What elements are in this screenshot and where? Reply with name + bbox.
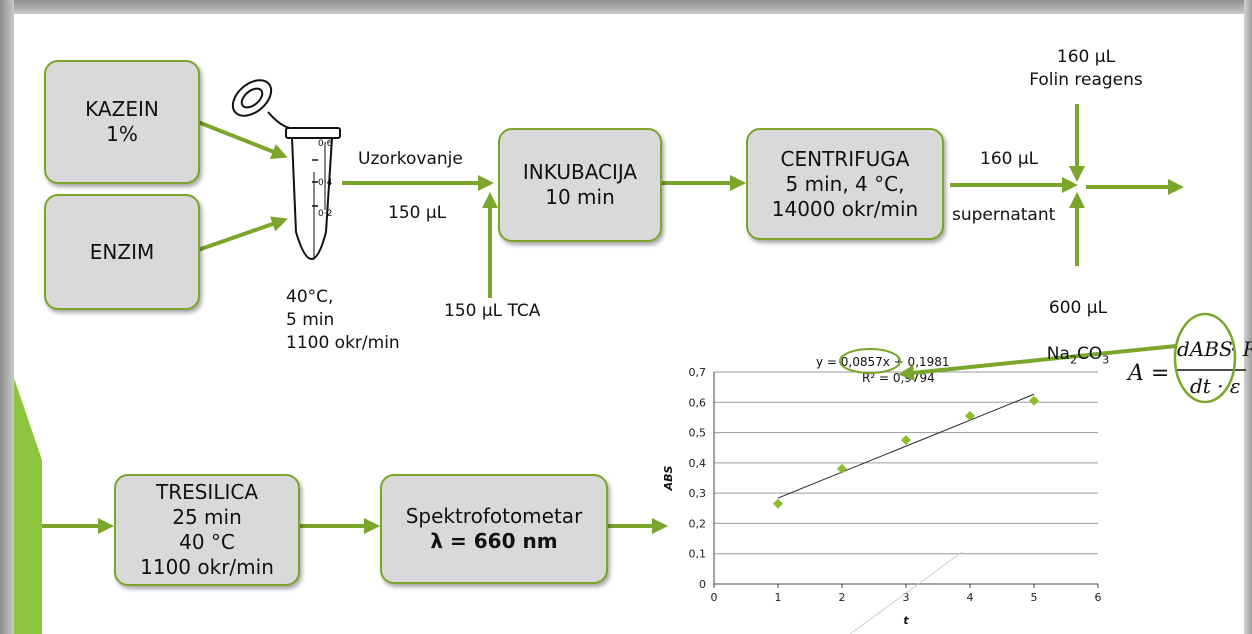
x-tick-label: 6: [1095, 591, 1102, 604]
formula: A = dABS · R dt · ε: [1126, 312, 1252, 404]
na2co3-volume: 600 µL: [1048, 298, 1108, 318]
spektro-wavelength: λ = 660 nm: [430, 529, 558, 553]
y-tick-label: 0,1: [689, 548, 707, 561]
label-150ul: 150 µL: [388, 203, 447, 223]
x-tick-label: 2: [839, 591, 846, 604]
tube-mark-04: 0·4: [318, 178, 333, 188]
x-tick-label: 5: [1031, 591, 1038, 604]
box-enzim: ENZIM: [44, 194, 200, 310]
y-tick-label: 0,2: [689, 517, 707, 530]
y-axis-title: ABS: [662, 466, 675, 492]
arrow-enzim-to-tube: [197, 216, 288, 252]
y-tick-label: 0,4: [689, 457, 707, 470]
y-tick-label: 0,3: [689, 487, 707, 500]
slope-highlight: [839, 348, 901, 374]
label-supernatant: supernatant: [952, 205, 1056, 225]
data-point: [773, 498, 783, 509]
x-tick-label: 4: [967, 591, 974, 604]
formula-highlight: [1173, 312, 1237, 404]
frame-top-border: [0, 0, 1252, 14]
x-tick-label: 3: [903, 591, 910, 604]
x-tick-label: 1: [775, 591, 782, 604]
box-inkubacija: INKUBACIJA 10 min: [498, 128, 662, 242]
y-tick-label: 0,6: [689, 396, 707, 409]
tube-mark-06: 0·6: [318, 139, 333, 149]
decorative-green-wedge: [14, 378, 42, 634]
label-150ul-tca: 150 µL TCA: [444, 301, 541, 321]
box-spektrofotometar: Spektrofotometar λ = 660 nm: [380, 474, 608, 584]
tube-icon: [231, 79, 341, 260]
arrow-kazein-to-tube: [197, 120, 288, 160]
label-uzorkovanje: Uzorkovanje: [358, 149, 463, 169]
x-tick-label: 0: [711, 591, 718, 604]
spektro-title: Spektrofotometar: [405, 504, 583, 528]
formula-lhs: A =: [1126, 361, 1169, 386]
tube-conditions: 40°C, 5 min 1100 okr/min: [286, 287, 400, 353]
y-tick-label: 0,7: [689, 366, 707, 379]
decorative-stray-line: [849, 551, 963, 634]
trendline: [777, 393, 1035, 499]
frame-left-border: [0, 0, 14, 634]
label-folin: 160 µL Folin reagens: [1029, 47, 1143, 90]
data-point: [901, 435, 911, 446]
label-160ul: 160 µL: [980, 149, 1039, 169]
data-point: [837, 463, 847, 474]
frame-right-border: [1244, 0, 1252, 634]
x-axis-title: t: [903, 614, 909, 627]
box-centrifuga: CENTRIFUGA 5 min, 4 °C, 14000 okr/min: [746, 128, 944, 240]
na2co3-formula: Na2CO3: [1046, 344, 1110, 367]
data-point: [1029, 395, 1039, 406]
data-point: [965, 410, 975, 421]
box-tresilica: TRESILICA 25 min 40 °C 1100 okr/min: [114, 474, 300, 586]
y-tick-label: 0,5: [689, 427, 707, 440]
arrow-formula-to-slope: [898, 344, 1177, 381]
formula-numerator: dABS: [1177, 337, 1233, 361]
trend-equation: y = 0,0857x + 0,1981: [816, 355, 950, 369]
y-tick-label: 0: [699, 578, 706, 591]
chart: 0 0,1 0,2 0,3 0,4 0,5 0,6 0,7 0 1 2 3 4 5 6 y = 0,0857x…: [662, 355, 1102, 634]
tube-mark-02: 0·2: [318, 209, 332, 219]
box-kazein: KAZEIN 1%: [44, 60, 200, 184]
label-na2co3: 600 µL Na2CO3: [1030, 274, 1126, 394]
